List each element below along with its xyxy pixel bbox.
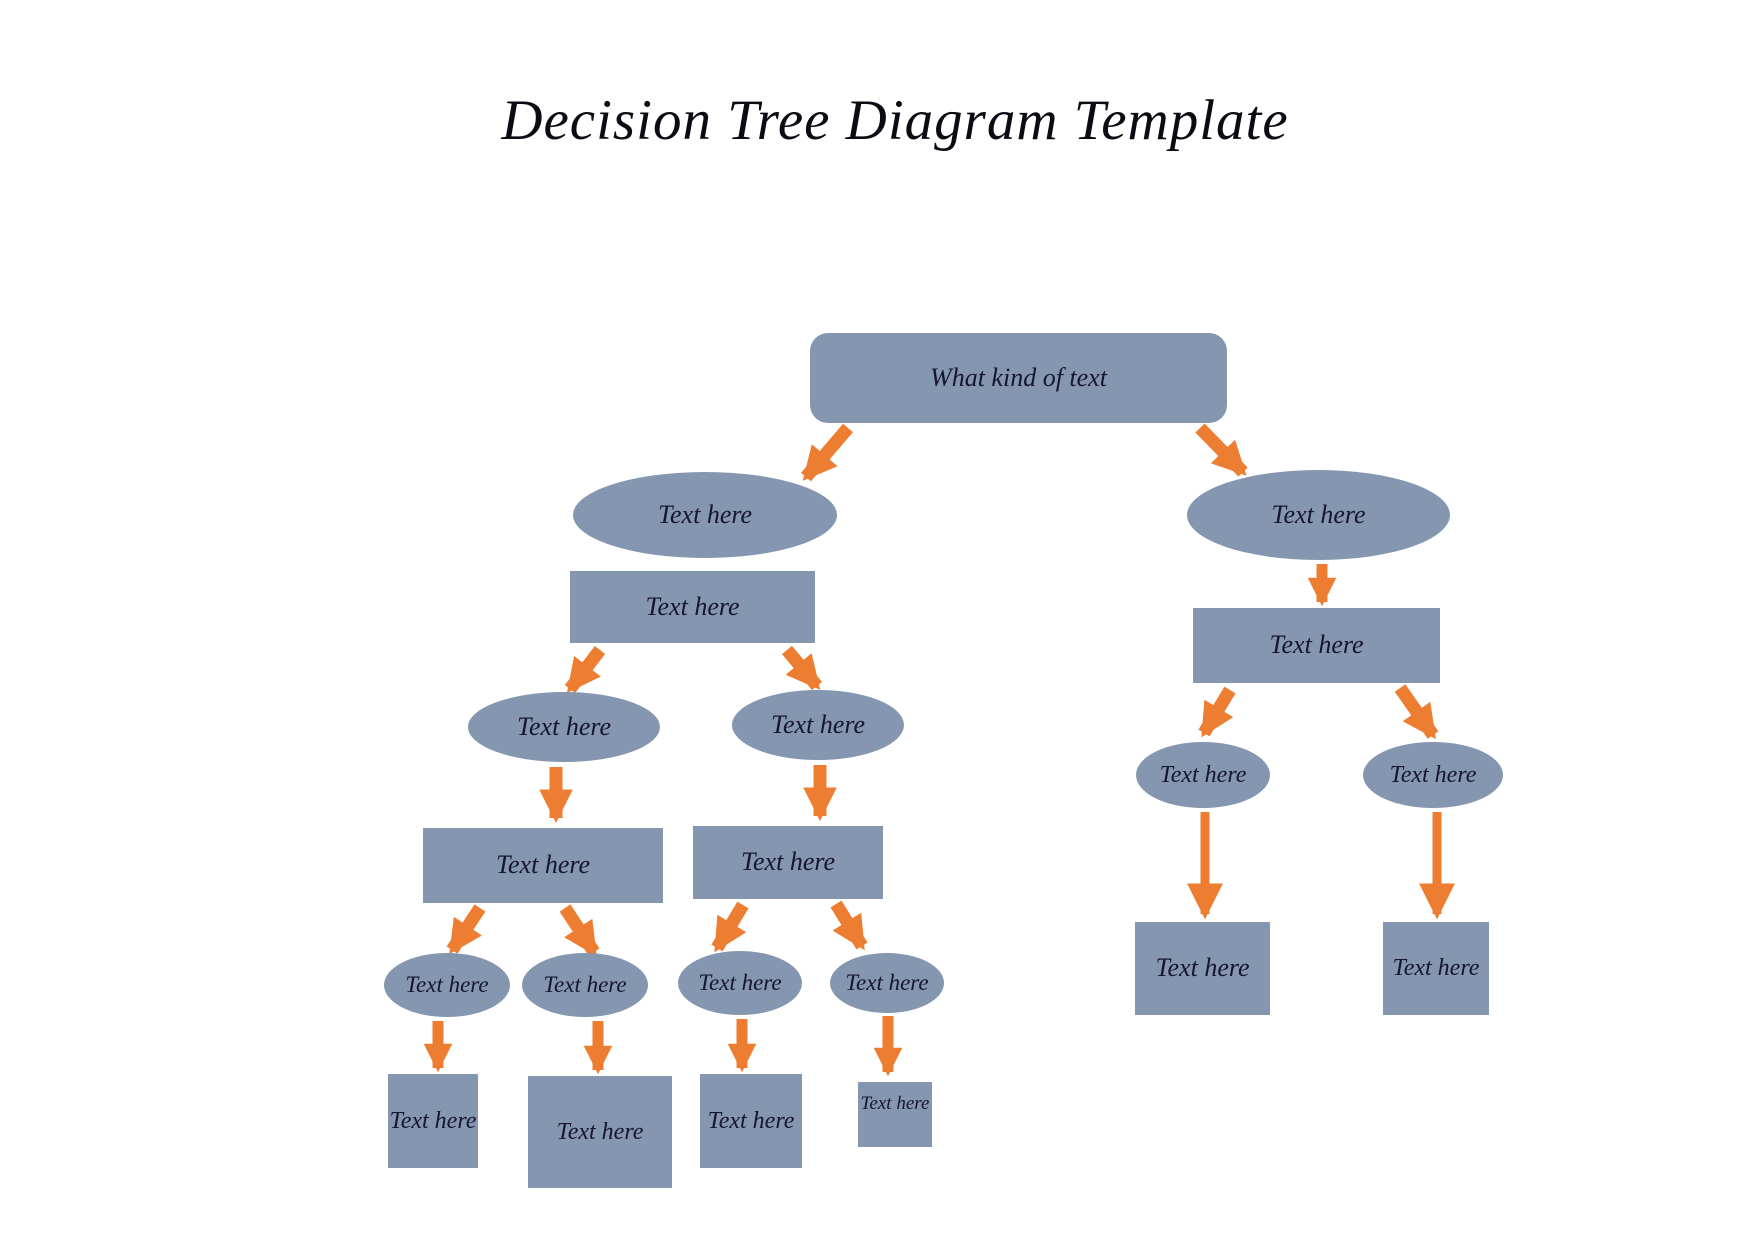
node-left-question-a[interactable]: Text here — [423, 828, 663, 903]
node-right-result-b[interactable]: Text here — [1383, 922, 1489, 1015]
node-leaf-option-1[interactable]: Text here — [384, 953, 510, 1017]
arrow-root-to-right-branch — [1195, 423, 1248, 477]
node-root[interactable]: What kind of text — [810, 333, 1227, 423]
node-left-option-b[interactable]: Text here — [732, 690, 904, 760]
node-left-question[interactable]: Text here — [570, 571, 815, 643]
arrow-question-b-to-leaf-3 — [711, 901, 749, 953]
node-leaf-result-4[interactable]: Text here — [858, 1082, 932, 1147]
arrow-left-question-to-option-b — [782, 645, 822, 691]
node-leaf-option-2[interactable]: Text here — [522, 953, 648, 1017]
node-left-question-b[interactable]: Text here — [693, 826, 883, 899]
arrow-left-question-to-option-a — [564, 646, 606, 694]
node-left-option-a[interactable]: Text here — [468, 692, 660, 762]
arrow-right-question-to-option-b — [1394, 684, 1439, 740]
node-leaf-option-4[interactable]: Text here — [830, 953, 944, 1013]
arrow-right-question-to-option-a — [1198, 686, 1236, 738]
arrow-root-to-left-branch — [801, 423, 853, 482]
node-right-question[interactable]: Text here — [1193, 608, 1440, 683]
node-right-option-a[interactable]: Text here — [1136, 742, 1270, 808]
node-leaf-option-3[interactable]: Text here — [678, 951, 802, 1015]
node-left-branch[interactable]: Text here — [573, 472, 837, 558]
arrow-question-b-to-leaf-4 — [830, 900, 868, 951]
node-right-result-a[interactable]: Text here — [1135, 922, 1270, 1015]
page-title: Decision Tree Diagram Template — [501, 89, 1289, 152]
arrow-question-a-to-leaf-1 — [446, 904, 486, 955]
node-right-option-b[interactable]: Text here — [1363, 742, 1503, 808]
arrow-question-a-to-leaf-2 — [559, 904, 600, 957]
node-leaf-result-3[interactable]: Text here — [700, 1074, 802, 1168]
node-leaf-result-1[interactable]: Text here — [388, 1074, 478, 1168]
node-leaf-result-2[interactable]: Text here — [528, 1076, 672, 1188]
node-right-branch[interactable]: Text here — [1187, 470, 1450, 560]
